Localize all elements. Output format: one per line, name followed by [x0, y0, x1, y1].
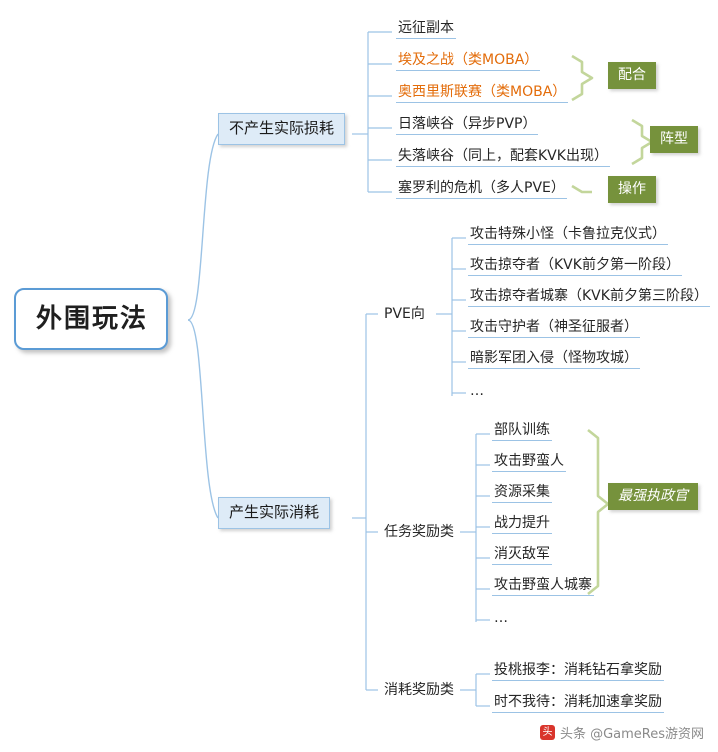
leaf-label: 消灭敌军 — [494, 546, 550, 562]
tag-label: 配合 — [618, 67, 646, 83]
tag-cooperation[interactable]: 配合 — [608, 62, 656, 89]
group-label-pve[interactable]: PVE向 — [382, 307, 427, 324]
leaf-item[interactable]: … — [492, 611, 510, 628]
watermark-badge-icon: 头 — [539, 725, 555, 740]
leaf-label: … — [470, 383, 484, 399]
leaf-label: 暗影军团入侵（怪物攻城） — [470, 350, 638, 366]
leaf-label: 资源采集 — [494, 484, 550, 500]
leaf-label: 塞罗利的危机（多人PVE） — [398, 180, 565, 196]
leaf-item[interactable]: 攻击特殊小怪（卡鲁拉克仪式） — [468, 227, 668, 245]
leaf-label: 攻击守护者（神圣征服者） — [470, 319, 638, 335]
leaf-label: 远征副本 — [398, 20, 454, 36]
tag-label: 阵型 — [660, 131, 688, 147]
leaf-item[interactable]: 暗影军团入侵（怪物攻城） — [468, 351, 640, 369]
group-label: PVE向 — [384, 306, 425, 322]
leaf-item[interactable]: 攻击守护者（神圣征服者） — [468, 320, 640, 338]
branch-node-with-consumption-label: 产生实际消耗 — [229, 503, 320, 521]
leaf-item[interactable]: 奥西里斯联赛（类MOBA） — [396, 84, 569, 103]
root-node[interactable]: 外围玩法 — [14, 288, 169, 350]
tag-operation[interactable]: 操作 — [608, 176, 656, 203]
group-label: 任务奖励类 — [384, 524, 454, 540]
tag-strongest-governor[interactable]: 最强执政官 — [608, 483, 698, 510]
watermark-text: 头条 @GameRes游资网 — [559, 727, 704, 742]
leaf-item[interactable]: 塞罗利的危机（多人PVE） — [396, 181, 567, 199]
watermark: 头 头条 @GameRes游资网 — [539, 723, 704, 742]
group-label-consume-reward[interactable]: 消耗奖励类 — [382, 683, 456, 700]
leaf-label: 攻击野蛮人 — [494, 453, 564, 469]
group-label: 消耗奖励类 — [384, 682, 454, 698]
leaf-label: 部队训练 — [494, 422, 550, 438]
leaf-label: 攻击特殊小怪（卡鲁拉克仪式） — [470, 226, 666, 242]
leaf-label: 战力提升 — [494, 515, 550, 531]
leaf-label: 投桃报李：消耗钻石拿奖励 — [494, 662, 662, 678]
leaf-item[interactable]: 日落峡谷（异步PVP） — [396, 116, 539, 135]
leaf-item[interactable]: 攻击野蛮人 — [492, 454, 566, 472]
branch-node-no-consumption-label: 不产生实际损耗 — [229, 119, 335, 137]
leaf-item[interactable]: 远征副本 — [396, 21, 456, 39]
leaf-item[interactable]: … — [468, 384, 486, 401]
leaf-label: 攻击掠夺者（KVK前夕第一阶段） — [470, 257, 680, 273]
group-label-task-reward[interactable]: 任务奖励类 — [382, 525, 456, 542]
leaf-label: 埃及之战（类MOBA） — [398, 52, 539, 68]
leaf-label: 攻击野蛮人城寨 — [494, 577, 592, 593]
leaf-item[interactable]: 时不我待：消耗加速拿奖励 — [492, 695, 664, 713]
leaf-item[interactable]: 攻击掠夺者（KVK前夕第一阶段） — [468, 258, 682, 276]
tag-label: 操作 — [618, 181, 646, 197]
leaf-label: 时不我待：消耗加速拿奖励 — [494, 694, 662, 710]
leaf-label: … — [494, 610, 508, 626]
branch-node-no-consumption[interactable]: 不产生实际损耗 — [218, 113, 346, 145]
leaf-item[interactable]: 部队训练 — [492, 423, 552, 441]
leaf-item[interactable]: 攻击掠夺者城寨（KVK前夕第三阶段） — [468, 289, 710, 307]
leaf-item[interactable]: 失落峡谷（同上，配套KVK出现） — [396, 149, 610, 167]
leaf-item[interactable]: 消灭敌军 — [492, 547, 552, 565]
leaf-item[interactable]: 攻击野蛮人城寨 — [492, 578, 594, 596]
leaf-item[interactable]: 战力提升 — [492, 516, 552, 534]
leaf-label: 奥西里斯联赛（类MOBA） — [398, 84, 567, 100]
branch-node-with-consumption[interactable]: 产生实际消耗 — [218, 497, 331, 529]
tag-formation[interactable]: 阵型 — [650, 126, 698, 153]
leaf-label: 失落峡谷（同上，配套KVK出现） — [398, 148, 608, 164]
leaf-label: 攻击掠夺者城寨（KVK前夕第三阶段） — [470, 288, 708, 304]
root-node-label: 外围玩法 — [36, 304, 149, 334]
leaf-item[interactable]: 埃及之战（类MOBA） — [396, 52, 541, 71]
leaf-label: 日落峡谷（异步PVP） — [398, 116, 537, 132]
leaf-item[interactable]: 投桃报李：消耗钻石拿奖励 — [492, 663, 664, 681]
leaf-item[interactable]: 资源采集 — [492, 485, 552, 503]
tag-label: 最强执政官 — [618, 488, 688, 504]
